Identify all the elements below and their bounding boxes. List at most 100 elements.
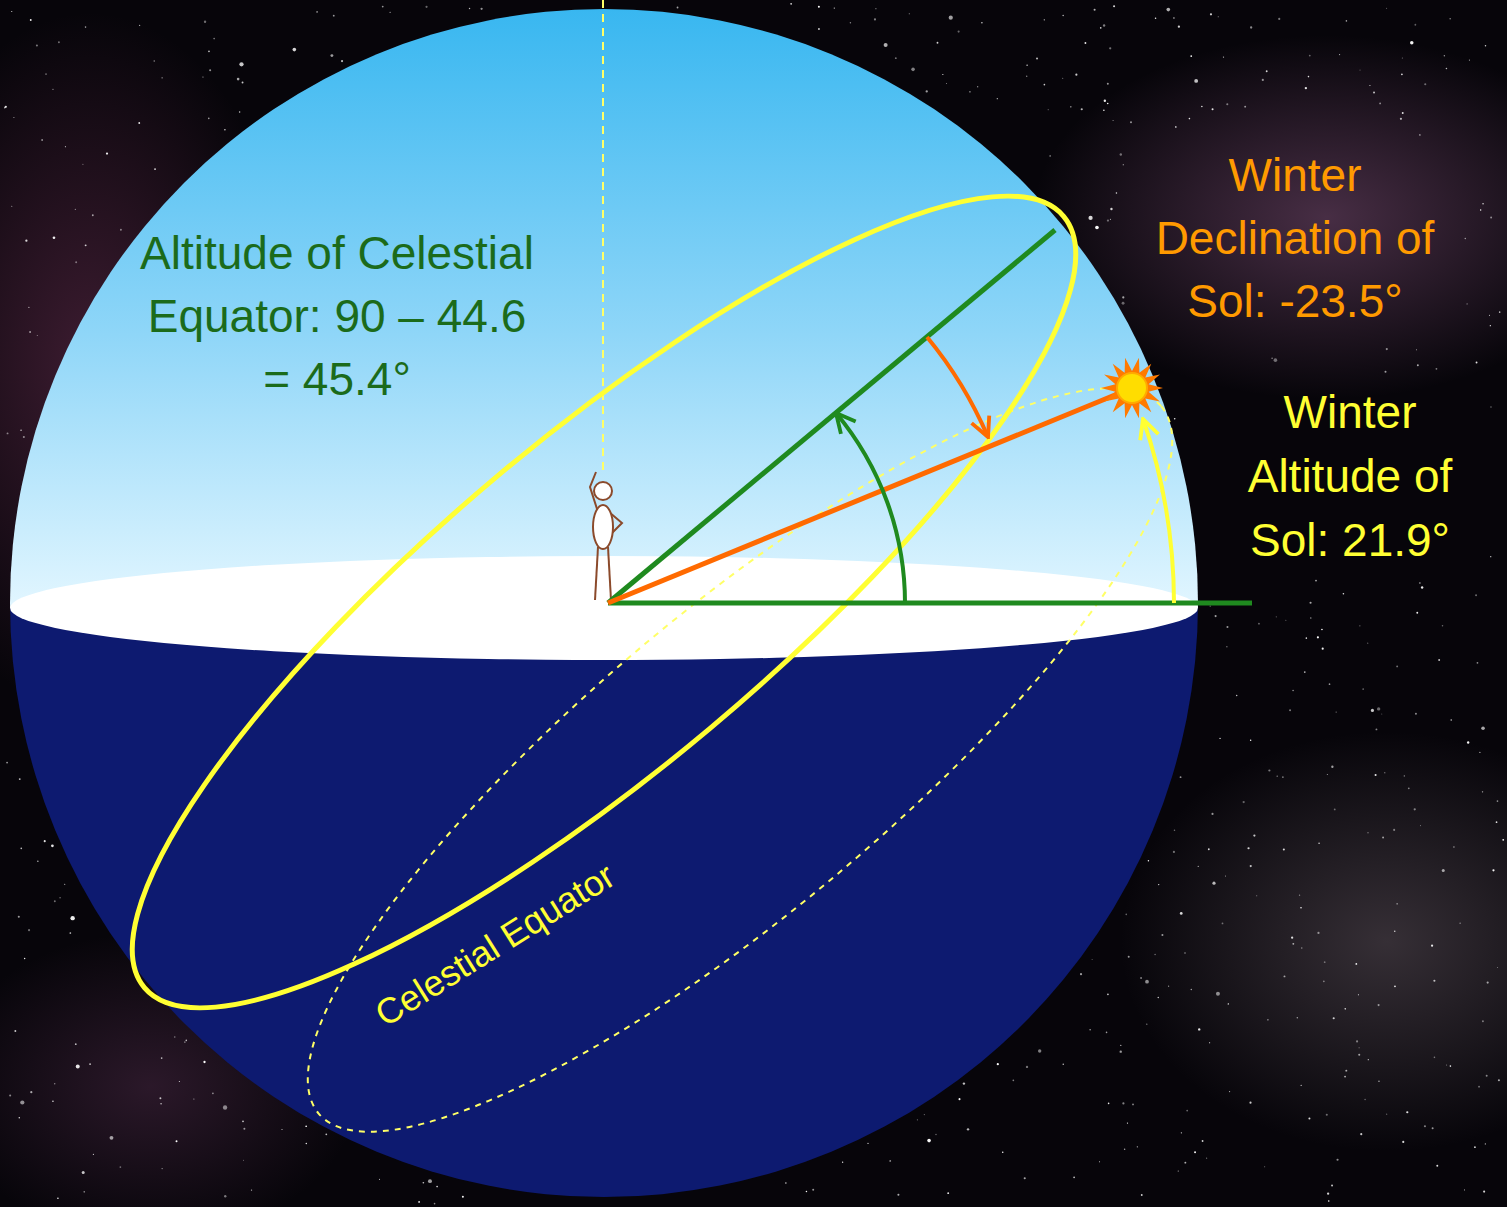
star	[1122, 296, 1124, 298]
star	[949, 16, 953, 20]
star	[306, 1143, 307, 1144]
star	[1110, 208, 1112, 210]
star	[1476, 361, 1478, 363]
star	[1394, 930, 1395, 931]
star	[1148, 860, 1149, 861]
star	[30, 1091, 32, 1093]
star	[390, 12, 391, 13]
star	[1194, 1151, 1196, 1153]
star	[1358, 1054, 1360, 1056]
star	[1360, 1133, 1362, 1135]
star	[1247, 847, 1249, 849]
star	[834, 7, 835, 8]
star	[1002, 1151, 1004, 1153]
star	[874, 18, 876, 20]
star	[1026, 75, 1027, 76]
star	[120, 229, 122, 231]
star	[28, 929, 30, 931]
star	[1343, 593, 1345, 595]
star	[159, 1097, 161, 1099]
star	[333, 15, 335, 17]
star	[911, 68, 915, 72]
star	[1416, 612, 1418, 614]
star	[1364, 1099, 1366, 1101]
star	[1128, 956, 1130, 958]
star	[82, 1171, 85, 1174]
star	[204, 21, 206, 23]
star	[186, 1040, 188, 1042]
star	[963, 1082, 965, 1084]
star	[53, 236, 56, 239]
star	[1026, 1066, 1028, 1068]
star	[1120, 1045, 1121, 1046]
star	[428, 1179, 432, 1183]
star	[818, 6, 820, 8]
star	[316, 11, 317, 12]
star	[92, 214, 94, 216]
zenith-line	[602, 0, 604, 470]
star	[1477, 662, 1479, 664]
star	[1113, 120, 1114, 121]
star	[14, 1030, 16, 1032]
star	[1375, 774, 1377, 776]
star	[1236, 695, 1237, 696]
star	[6, 762, 8, 764]
angle-label: Winter Declination of Sol: -23.5°	[1135, 144, 1455, 333]
star	[1396, 665, 1398, 667]
star	[1481, 726, 1485, 730]
star	[977, 86, 978, 87]
star	[1367, 642, 1368, 643]
star	[1166, 8, 1170, 12]
star	[1359, 1047, 1360, 1048]
star	[1225, 875, 1226, 876]
star	[1277, 776, 1278, 777]
declination-arc	[927, 337, 988, 437]
star	[1250, 865, 1252, 867]
star	[1487, 982, 1489, 984]
star	[52, 89, 53, 90]
star	[1226, 103, 1228, 105]
star	[7, 432, 9, 434]
star	[1469, 59, 1470, 60]
star	[1492, 869, 1494, 871]
star	[1318, 842, 1320, 844]
star	[1384, 371, 1386, 373]
star	[897, 1194, 899, 1196]
star	[1283, 848, 1285, 850]
circle-label: Celestial Equator	[368, 855, 623, 1036]
star	[36, 45, 38, 47]
star	[76, 1065, 80, 1069]
star	[203, 1061, 205, 1063]
star	[1123, 164, 1124, 165]
star	[1116, 192, 1118, 194]
star	[1210, 605, 1211, 606]
star	[1140, 977, 1142, 979]
star	[51, 844, 54, 847]
star	[379, 1179, 380, 1180]
star	[1198, 1028, 1200, 1030]
star	[1482, 1020, 1484, 1022]
star	[1191, 989, 1192, 990]
star	[1107, 83, 1109, 85]
star	[1178, 1171, 1179, 1172]
star	[1250, 26, 1252, 28]
star	[997, 98, 998, 99]
star	[842, 1161, 843, 1162]
star	[1377, 707, 1380, 710]
star	[1355, 963, 1357, 965]
star	[1421, 586, 1423, 588]
star	[37, 335, 38, 336]
star	[1278, 18, 1280, 20]
star	[1386, 348, 1388, 350]
star	[1321, 629, 1323, 631]
star	[1218, 16, 1219, 17]
star	[1099, 1161, 1100, 1162]
star	[1482, 203, 1483, 204]
star	[1104, 99, 1106, 101]
star	[1081, 108, 1083, 110]
star	[1442, 869, 1445, 872]
star	[958, 31, 960, 33]
star	[1266, 70, 1268, 72]
star	[1012, 1079, 1014, 1081]
